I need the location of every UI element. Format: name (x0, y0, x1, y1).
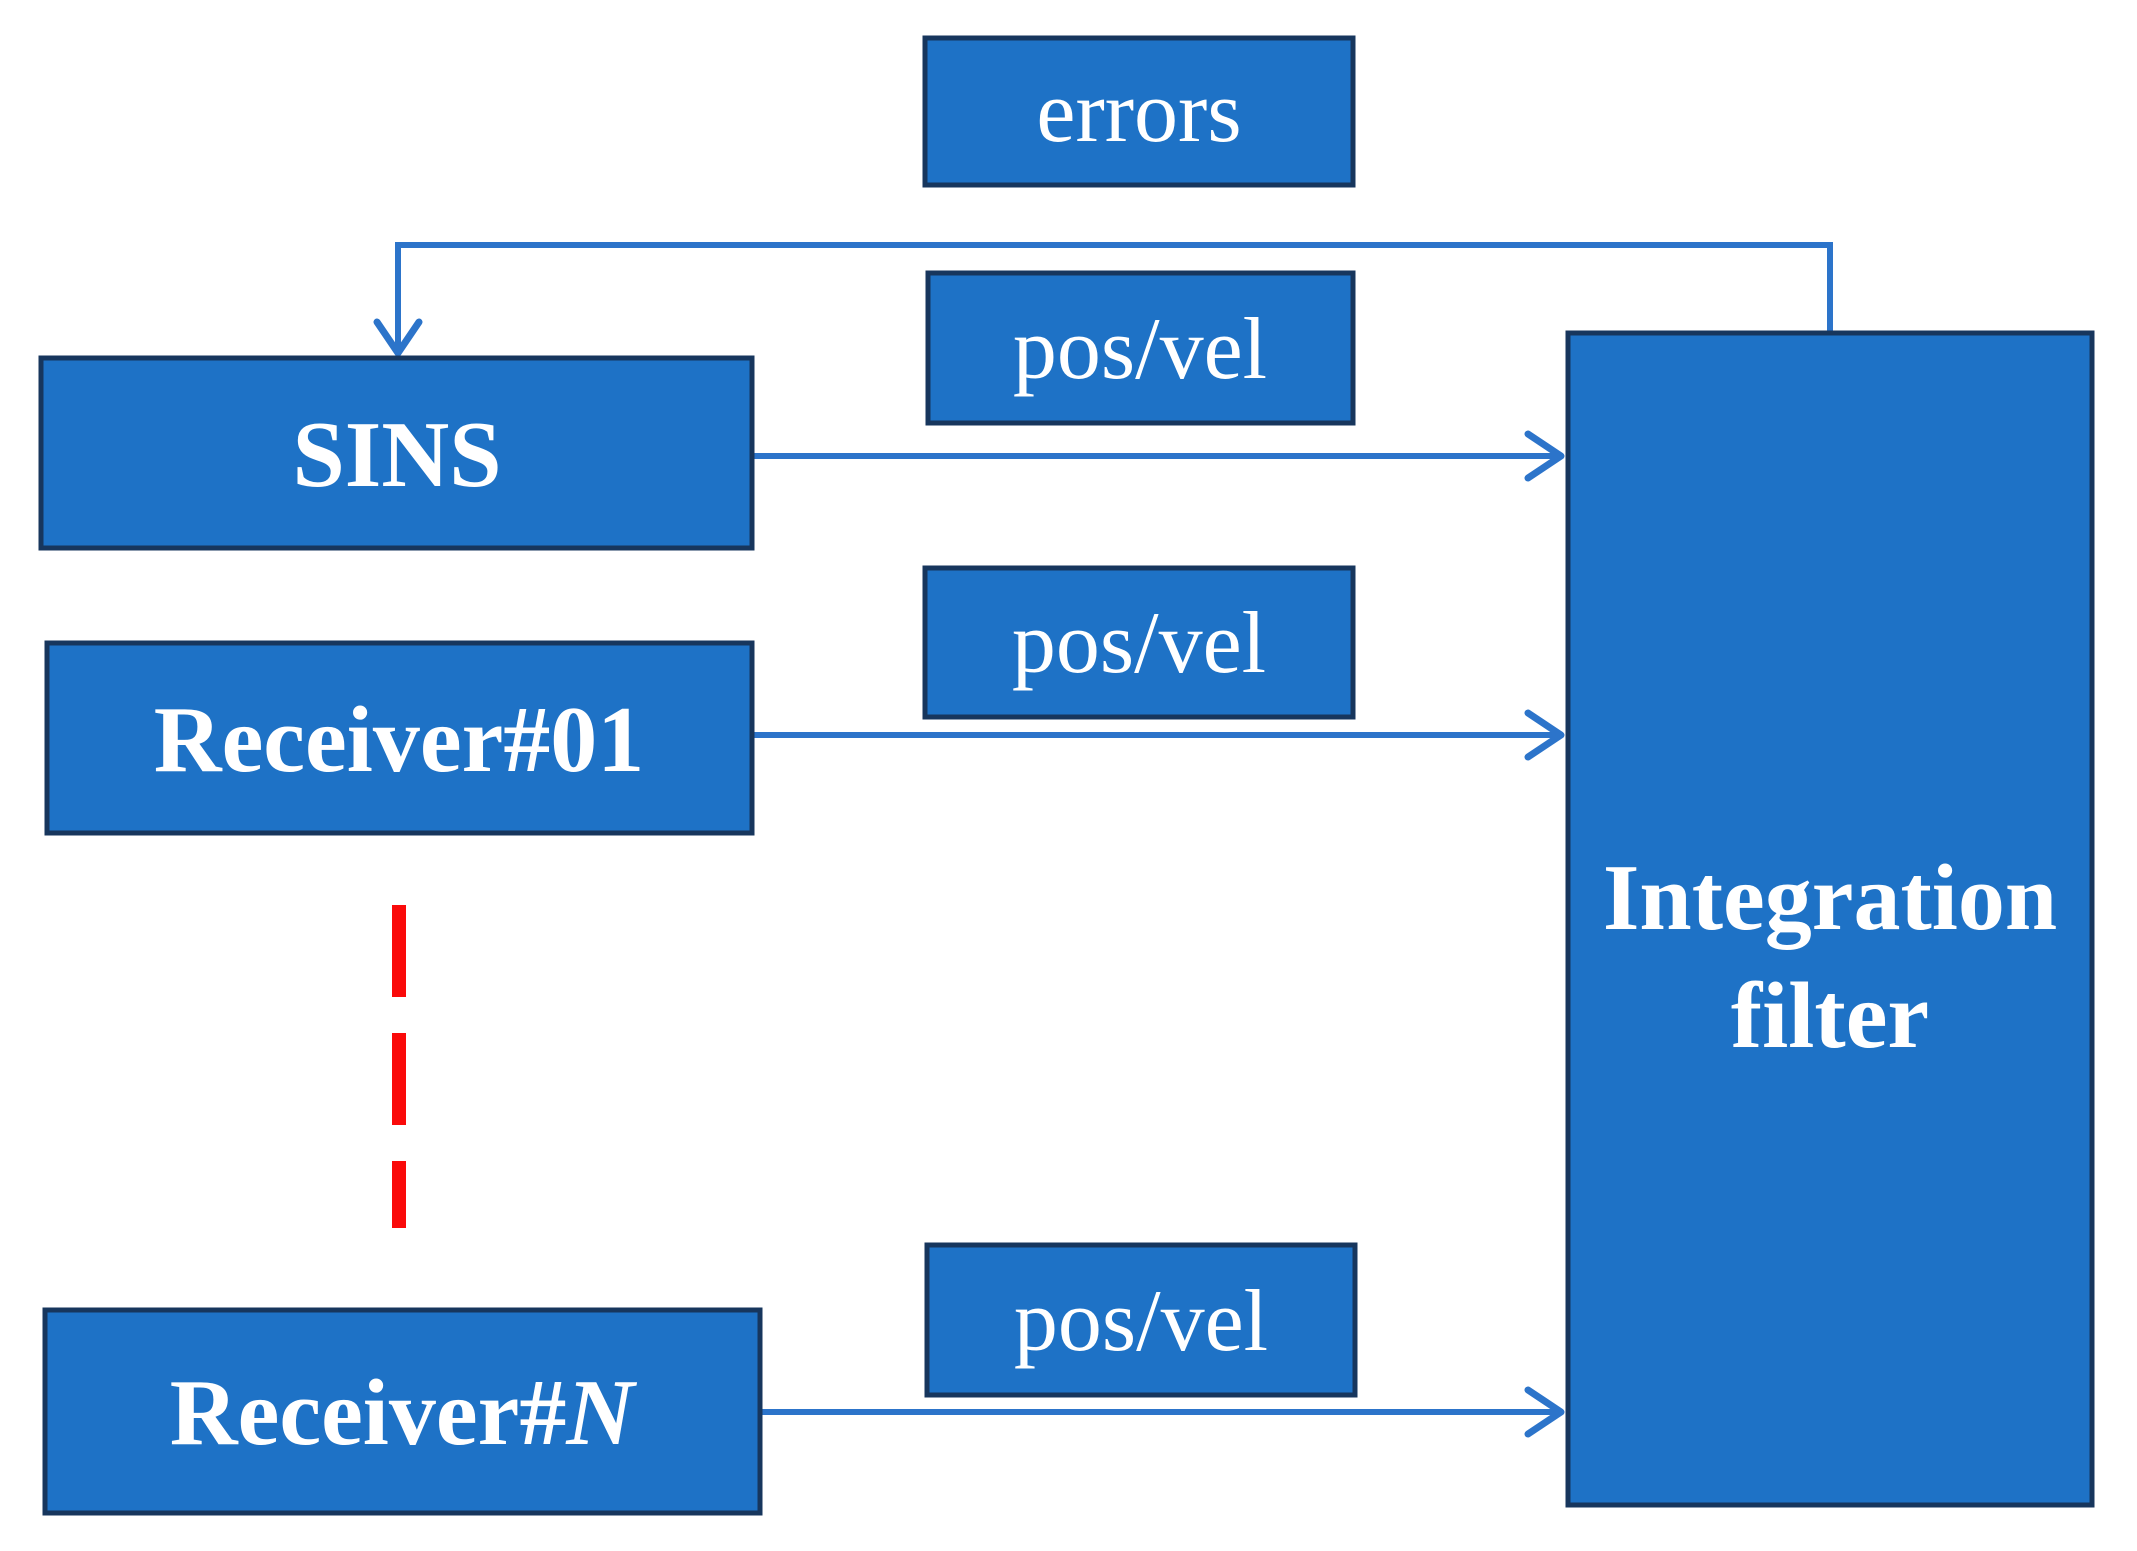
integration-filter-label-line1: Integration (1603, 846, 2057, 950)
receiverN-arrowhead-icon (1524, 1386, 1565, 1438)
receiverN-box-rect (42, 1307, 763, 1516)
sins-to-filter-arrow (749, 430, 1565, 482)
posvel-bottom-box-rect (924, 1242, 1358, 1398)
integration-filter-label-line2: filter (1731, 964, 1929, 1068)
errors-label: errors (1036, 64, 1241, 161)
integration-filter-box-rect (1565, 330, 2095, 1508)
integration-filter-box: Integration filter (1565, 330, 2095, 1508)
posvel-bottom-label: pos/vel (1014, 1273, 1268, 1370)
sins-box: SINS (38, 355, 755, 551)
posvel-mid-box-rect (922, 565, 1356, 720)
feedback-arrow-path (395, 242, 1833, 349)
sins-label: SINS (292, 403, 501, 507)
receiverN-label: Receiver#N (170, 1361, 638, 1465)
posvel-mid-box: pos/vel (922, 565, 1356, 720)
receiver01-label: Receiver#01 (154, 688, 645, 792)
sins-arrowhead-icon (1524, 430, 1565, 482)
posvel-top-label: pos/vel (1013, 301, 1267, 398)
feedback-errors-arrow (373, 242, 1833, 357)
posvel-bottom-box: pos/vel (924, 1242, 1358, 1398)
receiverN-box: Receiver#N (42, 1307, 763, 1516)
posvel-top-box-rect (925, 270, 1356, 426)
errors-box: errors (922, 35, 1356, 188)
posvel-top-box: pos/vel (925, 270, 1356, 426)
receiver01-box: Receiver#01 (44, 640, 755, 836)
feedback-arrowhead-icon (373, 318, 423, 357)
posvel-mid-label: pos/vel (1012, 595, 1266, 692)
receiver01-to-filter-arrow (749, 709, 1565, 761)
receiverN-label-prefix: Receiver# (170, 1361, 567, 1465)
receiverN-label-suffix: N (565, 1361, 637, 1465)
receiverN-to-filter-arrow (757, 1386, 1565, 1438)
receiver01-arrowhead-icon (1524, 709, 1565, 761)
receiver01-box-rect (44, 640, 755, 836)
errors-box-rect (922, 35, 1356, 188)
sins-box-rect (38, 355, 755, 551)
